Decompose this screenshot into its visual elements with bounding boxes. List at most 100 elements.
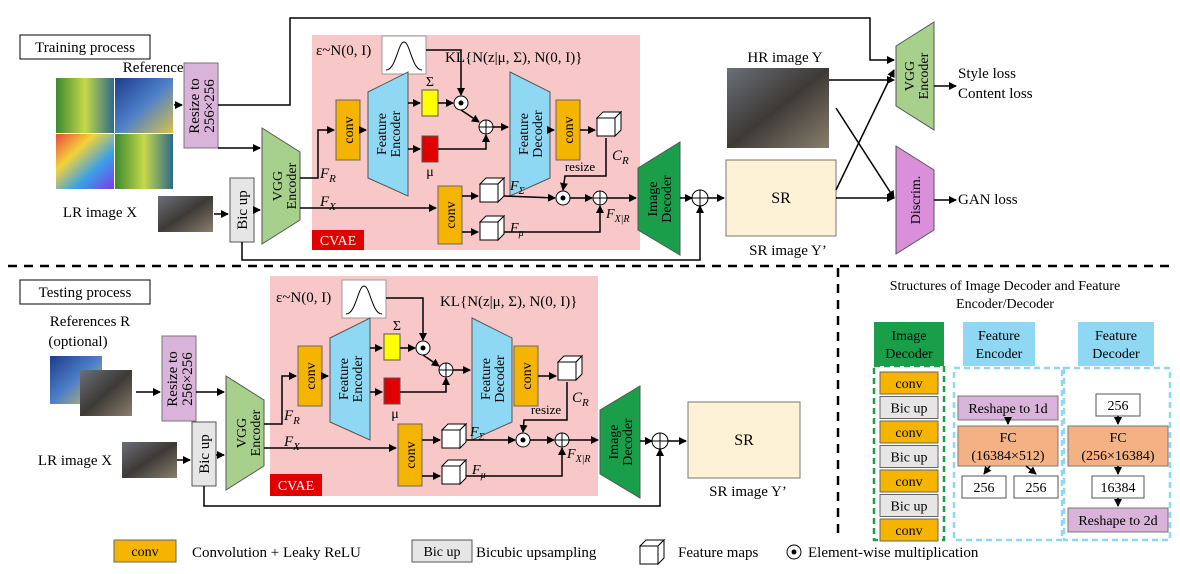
- testing-title-box: [19, 279, 151, 305]
- structures-section: Structures of Image Decoder and Feature …: [872, 279, 1172, 542]
- fe-out2-label: 256: [1026, 481, 1047, 496]
- testing-kl-label: KL{N(z|μ, Σ), N(0, I)}: [440, 294, 577, 310]
- testing-feature-encoder-label-a: Feature: [337, 358, 352, 400]
- testing-mu-box: [383, 377, 401, 405]
- testing-title: Testing process: [39, 285, 132, 301]
- testing-vgg-encoder-shape: [225, 375, 265, 491]
- testing-sr-image-label: SR image Y’: [709, 484, 787, 500]
- image-decoder-label-b: Decoder: [660, 175, 675, 223]
- fe-fc-label-a: FC: [999, 431, 1016, 446]
- testing-feature-decoder-label-a: Feature: [479, 358, 494, 400]
- fe-fc-label-b: (16384×512): [971, 449, 1045, 464]
- legend-cube-icon: [638, 538, 666, 566]
- testing-bicup-label: Bic up: [197, 434, 213, 474]
- testing-fxr-label: FX|R: [566, 447, 591, 465]
- reference-image-4: [115, 134, 173, 189]
- testing-sigma-box: [383, 333, 401, 361]
- feature-encoder-header-b: Encoder: [976, 347, 1023, 362]
- lr-image: [158, 196, 213, 232]
- testing-conv-dec-label: conv: [520, 362, 535, 389]
- image-decoder-layer-label: Bic up: [891, 451, 928, 466]
- lr-image-label: LR image X: [63, 205, 137, 221]
- sr-box: [725, 159, 837, 237]
- testing-mu-label: μ: [391, 407, 399, 422]
- feature-decoder-shape: [509, 71, 551, 197]
- image-decoder-layer-label: Bic up: [891, 402, 928, 417]
- conv-dec-label: conv: [562, 116, 577, 143]
- sr-image-label: SR image Y’: [749, 243, 827, 259]
- reference-image-3: [56, 134, 114, 189]
- f-mu-label: Fμ: [509, 221, 524, 239]
- testing-conv-fx-label: conv: [404, 441, 419, 468]
- cr-label: CR: [612, 148, 629, 167]
- testing-f-sigma-cube: [440, 422, 468, 450]
- fd-fc-label-a: FC: [1109, 431, 1126, 446]
- testing-resize-op-label: resize: [531, 402, 562, 417]
- legend-conv-desc: Convolution + Leaky ReLU: [192, 545, 361, 561]
- testing-lr-image: [122, 442, 177, 478]
- image-decoder-layer-label: Bic up: [891, 500, 928, 515]
- cvae-label: CVAE: [320, 234, 356, 249]
- testing-conv-fx: [397, 423, 423, 487]
- sigma-box: [421, 89, 439, 117]
- conv-fr-label: conv: [342, 116, 357, 143]
- image-decoder-layer-label: conv: [895, 377, 922, 392]
- fd-mid-label: 16384: [1101, 481, 1136, 496]
- gan-loss-label: GAN loss: [958, 192, 1018, 208]
- eps-label: ε~N(0, I): [316, 43, 371, 59]
- feature-decoder-header-b: Decoder: [1092, 347, 1140, 362]
- mu-label: μ: [426, 165, 434, 180]
- image-decoder-layer-box: [879, 494, 939, 517]
- legend-conv-label: conv: [131, 545, 158, 560]
- fe-reshape-box: [957, 395, 1059, 421]
- testing-feature-decoder-shape: [471, 317, 513, 441]
- hr-image: [727, 68, 829, 148]
- image-decoder-layer-label: conv: [895, 475, 922, 490]
- legend-bicup-desc: Bicubic upsampling: [476, 545, 597, 561]
- discriminator-shape: [895, 145, 935, 255]
- kl-label: KL{N(z|μ, Σ), N(0, I)}: [445, 50, 582, 66]
- legend-bicup-swatch: [411, 539, 473, 563]
- f-mu-cube: [478, 214, 506, 242]
- fx-label: FX: [319, 194, 337, 213]
- references-label: References R: [123, 60, 203, 76]
- image-decoder-layer-box: [879, 445, 939, 468]
- image-decoder-layer-label: conv: [895, 524, 922, 539]
- structures-title-b: Encoder/Decoder: [956, 297, 1054, 312]
- fe-out1-label: 256: [974, 481, 995, 496]
- fd-reshape-box: [1067, 507, 1169, 533]
- cvae-region: [312, 35, 640, 250]
- fd-fc-label-b: (256×16384): [1081, 449, 1155, 464]
- cvae-badge: [312, 230, 364, 250]
- fd-fc-box: [1067, 425, 1169, 467]
- vgg-encoder-shape: [261, 127, 301, 245]
- testing-gaussian-curve: [345, 285, 383, 315]
- legend-conv-swatch: [113, 539, 177, 563]
- testing-resize-label-b: 256×256: [180, 352, 196, 406]
- resize-label-a: Resize to: [187, 78, 203, 133]
- testing-fr-label: FR: [283, 408, 300, 427]
- feature-encoder-label-b: Encoder: [389, 110, 404, 157]
- testing-resize-box: [161, 335, 197, 422]
- feature-decoder-label-a: Feature: [517, 113, 532, 155]
- image-decoder-layer-box: [879, 371, 939, 395]
- testing-fx-label: FX: [283, 434, 301, 453]
- training-arrows: [174, 17, 957, 261]
- testing-image-decoder-shape: [599, 385, 641, 499]
- fe-out1-box: [961, 475, 1007, 499]
- testing-reference-image-2: [80, 370, 132, 416]
- gaussian-curve: [385, 41, 423, 71]
- fe-out2-box: [1013, 475, 1059, 499]
- cr-cube: [595, 110, 623, 138]
- vgg-loss-label-a: VGG: [903, 61, 918, 91]
- reference-image-1: [56, 78, 114, 133]
- vgg-label-b: Encoder: [285, 162, 300, 209]
- testing-f-sigma-label: FΣ: [469, 425, 485, 443]
- testing-references-optional: (optional): [48, 334, 107, 350]
- testing-cvae-badge: [270, 474, 322, 496]
- testing-f-mu-cube: [440, 458, 468, 486]
- feature-encoder-frame: [952, 366, 1064, 542]
- image-decoder-frame: [872, 364, 946, 542]
